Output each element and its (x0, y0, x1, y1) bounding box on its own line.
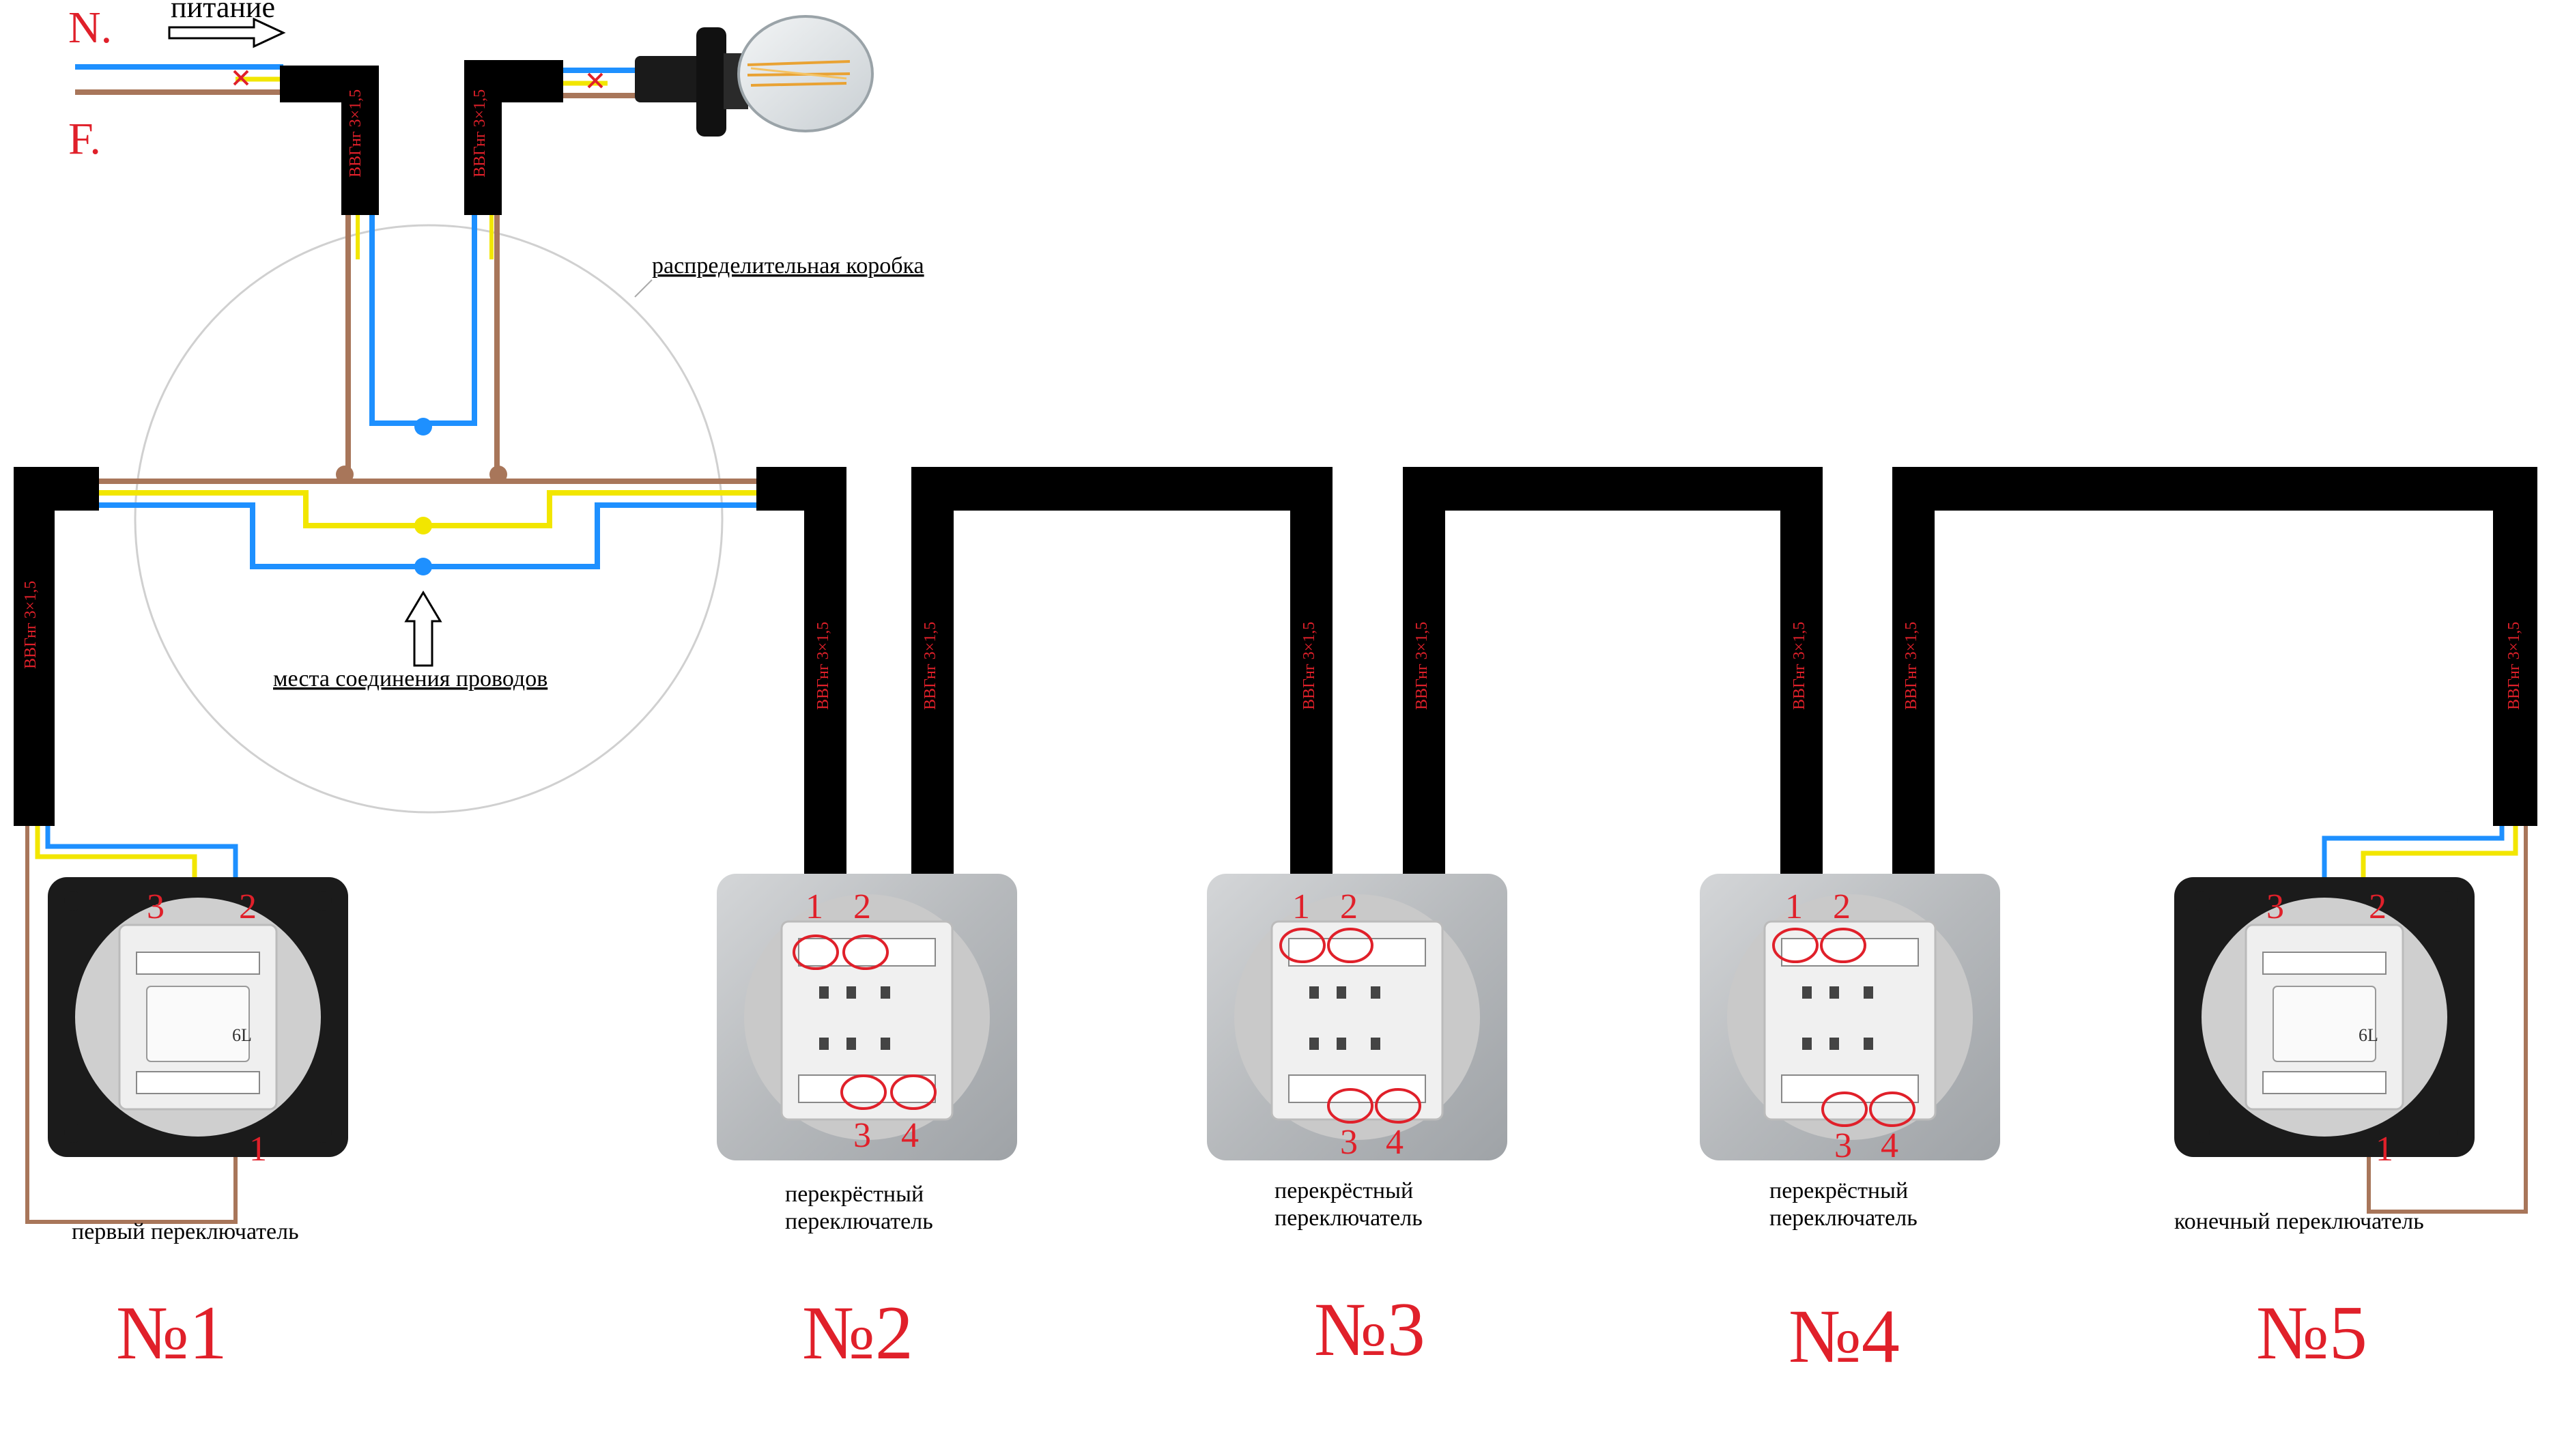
terminal-label: 4 (1386, 1123, 1404, 1162)
svg-text:ВВГнг 3×1,5: ВВГнг 3×1,5 (1791, 622, 1808, 710)
svg-text:ВВГнг 3×1,5: ВВГнг 3×1,5 (347, 89, 365, 177)
connection-dots (336, 418, 507, 575)
lamp-wires (563, 68, 635, 98)
switch-2-caption-2: переключатель (785, 1209, 933, 1234)
svg-text:ВВГнг 3×1,5: ВВГнг 3×1,5 (1903, 622, 1920, 710)
neutral-label: N. (68, 3, 112, 53)
terminal-label: 2 (1340, 887, 1358, 926)
switch-3-caption: перекрёстный (1274, 1178, 1413, 1203)
terminal-label: 1 (806, 887, 823, 926)
junction-box-outline (134, 224, 724, 814)
switch-4-number: №4 (1789, 1294, 1900, 1379)
svg-text:ВВГнг 3×1,5: ВВГнг 3×1,5 (1413, 622, 1431, 710)
terminal-label: 3 (853, 1116, 871, 1155)
switch-4-caption-2: переключатель (1769, 1205, 1918, 1231)
switch-2: 1 2 3 4 (717, 874, 1017, 1160)
power-arrow (168, 17, 286, 48)
terminal-label: 1 (1785, 887, 1803, 926)
supply-wires (75, 64, 283, 95)
terminal-label: 3 (2266, 887, 2284, 926)
switch-3-caption-2: переключатель (1274, 1205, 1423, 1231)
svg-text:ВВГнг 3×1,5: ВВГнг 3×1,5 (22, 581, 40, 669)
connection-points-label: места соединения проводов (273, 666, 547, 691)
lamp-cable (464, 60, 563, 215)
junction-box-label: распределительная коробка (652, 253, 924, 279)
cable-markings: ВВГнг 3×1,5 ВВГнг 3×1,5 ВВГнг 3×1,5 ВВГн… (22, 89, 2523, 710)
phase-label: F. (68, 114, 101, 164)
supply-cable (280, 66, 379, 215)
terminal-label: 3 (1834, 1126, 1852, 1165)
terminal-label: 2 (1833, 887, 1851, 926)
svg-text:ВВГнг 3×1,5: ВВГнг 3×1,5 (1300, 622, 1318, 710)
svg-text:6L: 6L (2359, 1025, 2378, 1045)
terminal-label: 4 (901, 1116, 919, 1155)
switch-1-number: №1 (116, 1291, 227, 1375)
svg-text:ВВГнг 3×1,5: ВВГнг 3×1,5 (922, 622, 939, 710)
svg-text:6L: 6L (232, 1025, 252, 1045)
terminal-label: 3 (1340, 1123, 1358, 1162)
switch-5-caption: конечный переключатель (2174, 1209, 2424, 1234)
switch-4-caption: перекрёстный (1769, 1178, 1908, 1203)
switch-1-caption: первый переключатель (72, 1219, 299, 1244)
bulb-icon (635, 15, 874, 137)
svg-text:ВВГнг 3×1,5: ВВГнг 3×1,5 (471, 89, 489, 177)
switch-2-number: №2 (802, 1291, 913, 1375)
terminal-label: 4 (1881, 1126, 1898, 1165)
switch-3-number: №3 (1314, 1287, 1425, 1372)
switch-3: 1 2 3 4 (1207, 874, 1507, 1162)
switch-2-caption: перекрёстный (785, 1182, 924, 1207)
terminal-label: 2 (853, 887, 871, 926)
terminal-label: 1 (249, 1130, 267, 1169)
terminal-label: 2 (239, 887, 257, 926)
switch-5: 6L 3 2 1 (2174, 877, 2475, 1169)
switch-1: 6L 3 2 1 (48, 877, 348, 1169)
break-marker (233, 70, 249, 86)
svg-text:ВВГнг 3×1,5: ВВГнг 3×1,5 (2505, 622, 2523, 710)
power-label: питание (171, 0, 275, 24)
svg-text:ВВГнг 3×1,5: ВВГнг 3×1,5 (814, 622, 832, 710)
break-marker (587, 72, 603, 89)
terminal-label: 1 (1292, 887, 1310, 926)
switch-4: 1 2 3 4 (1700, 874, 2000, 1165)
switch-5-number: №5 (2256, 1291, 2367, 1375)
cable-runs (14, 467, 2537, 881)
terminal-label: 2 (2369, 887, 2387, 926)
terminal-label: 1 (2376, 1130, 2393, 1169)
terminal-label: 3 (147, 887, 165, 926)
connection-arrow (404, 590, 442, 667)
